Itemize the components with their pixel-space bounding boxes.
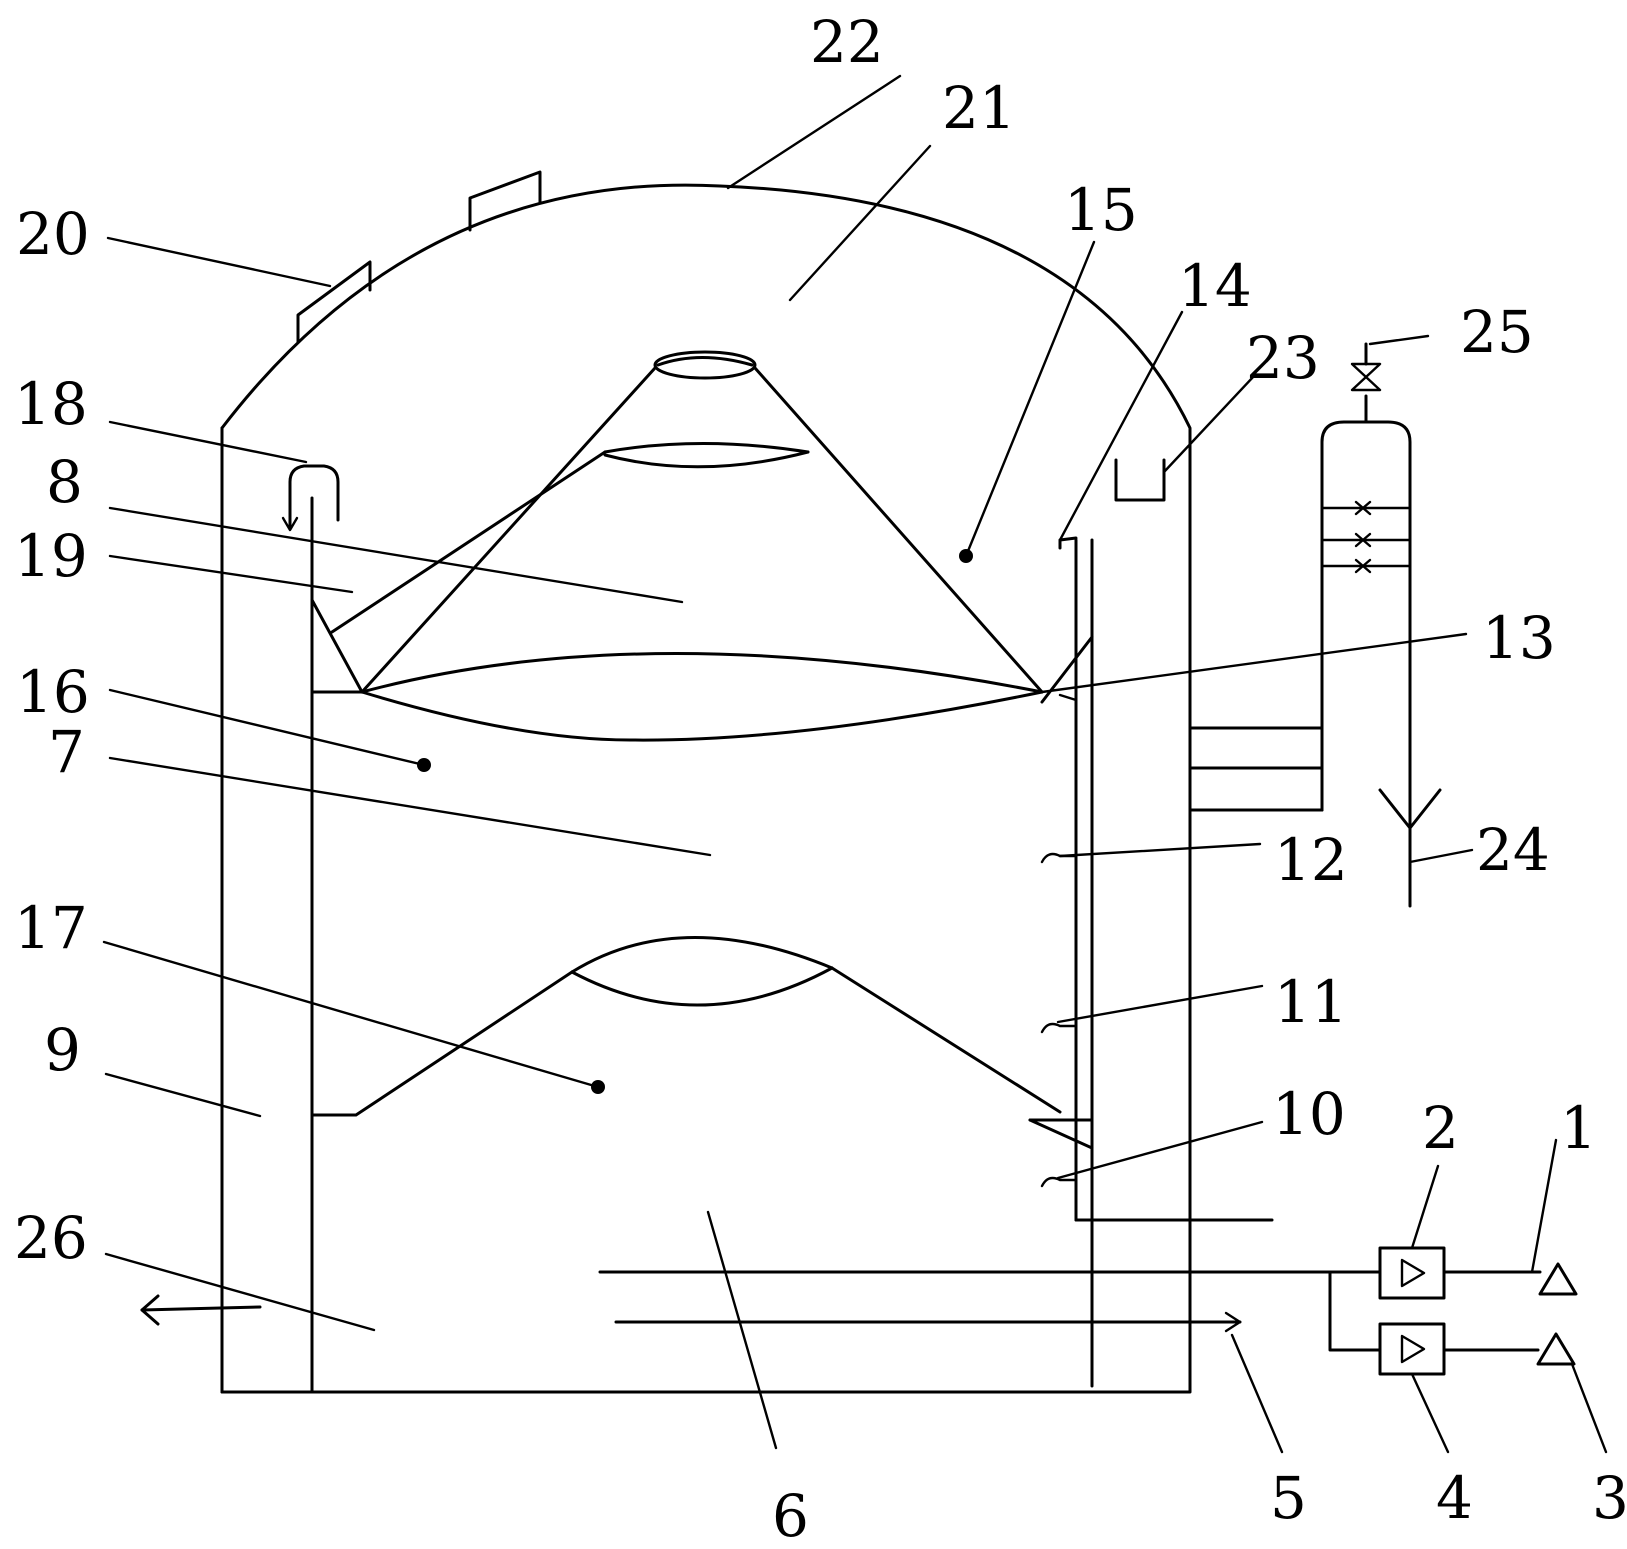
label-5: 5 [1270,1464,1307,1532]
label-22: 22 [810,8,884,76]
upper-separator [310,350,1094,742]
outlet-arrow [140,1294,262,1326]
callout-labels: 22 21 15 20 14 25 23 18 8 19 13 16 7 12 … [14,8,1627,1549]
label-11: 11 [1274,968,1348,1036]
label-19: 19 [14,522,88,590]
label-2: 2 [1422,1094,1459,1162]
label-24: 24 [1476,816,1550,884]
label-9: 9 [44,1016,81,1084]
label-26: 26 [14,1204,88,1272]
lower-separator [310,935,1094,1150]
label-12: 12 [1274,826,1348,894]
label-8: 8 [46,448,83,516]
label-1: 1 [1560,1094,1597,1162]
label-10: 10 [1272,1080,1346,1148]
water-seal-tank [1188,342,1442,908]
label-20: 20 [16,200,90,268]
label-13: 13 [1482,604,1556,672]
label-4: 4 [1436,1464,1473,1532]
label-21: 21 [942,74,1016,142]
right-riser-pipe [1058,536,1274,1388]
overflow-hook [281,464,340,532]
label-14: 14 [1178,252,1252,320]
inlet-pipes [598,1246,1578,1376]
leader-lines [102,74,1608,1454]
label-3: 3 [1592,1464,1627,1532]
vessel-shell [220,183,1192,1394]
label-17: 17 [14,894,88,962]
label-6: 6 [772,1482,809,1549]
label-18: 18 [14,370,88,438]
label-25: 25 [1460,298,1534,366]
label-23: 23 [1246,324,1320,392]
roof-hatches [296,170,542,344]
gas-outlet [1114,458,1166,502]
label-15: 15 [1064,176,1138,244]
label-7: 7 [48,718,85,786]
label-16: 16 [16,658,90,726]
